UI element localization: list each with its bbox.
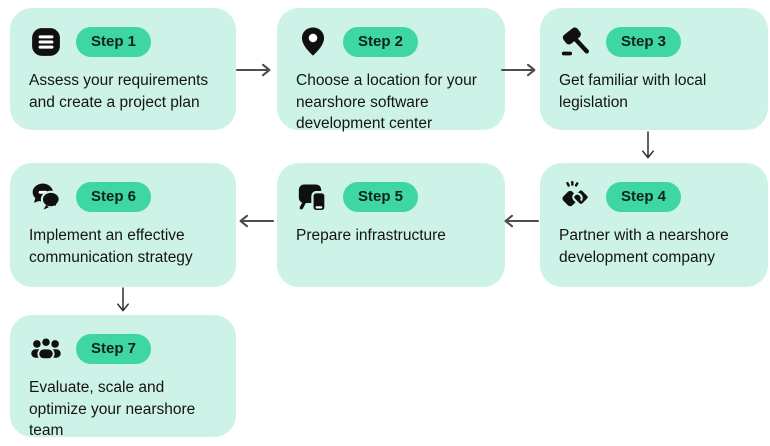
step-2-card: Step 2 Choose a location for your nearsh… xyxy=(277,8,505,132)
step-1-title: Assess your requirements and create a pr… xyxy=(29,72,209,111)
step-3-title: Get familiar with local legislation xyxy=(559,72,707,111)
step-4-title: Partner with a nearshore development com… xyxy=(559,227,729,266)
chat-bubbles-icon xyxy=(29,180,63,214)
handshake-icon xyxy=(559,180,593,214)
step-5-card: Step 5 Prepare infrastructure xyxy=(277,163,505,287)
step-7-card: Step 7 Evaluate, scale and optimize your… xyxy=(10,315,236,439)
step-4-header: Step 4 xyxy=(559,180,749,214)
step-3-header: Step 3 xyxy=(559,25,749,59)
step-1-badge: Step 1 xyxy=(76,27,152,57)
step-3-card: Step 3 Get familiar with local legislati… xyxy=(540,8,768,130)
people-group-icon xyxy=(29,332,63,366)
step-2-badge: Step 2 xyxy=(343,27,419,57)
step-6-title: Implement an effective communication str… xyxy=(29,227,193,266)
step-7-badge: Step 7 xyxy=(76,334,152,364)
step-7-header: Step 7 xyxy=(29,332,217,366)
arrow-step5-to-step6 xyxy=(239,214,275,228)
step-1-header: Step 1 xyxy=(29,25,217,59)
location-pin-icon xyxy=(296,25,330,59)
gavel-icon xyxy=(559,25,593,59)
step-2-header: Step 2 xyxy=(296,25,486,59)
step-6-header: Step 6 xyxy=(29,180,217,214)
step-5-badge: Step 5 xyxy=(343,182,419,212)
arrow-step3-to-step4 xyxy=(642,131,654,159)
step-6-badge: Step 6 xyxy=(76,182,152,212)
arrow-step4-to-step5 xyxy=(504,214,540,228)
step-4-badge: Step 4 xyxy=(606,182,682,212)
step-3-badge: Step 3 xyxy=(606,27,682,57)
step-5-title: Prepare infrastructure xyxy=(296,227,446,244)
devices-icon xyxy=(296,180,330,214)
step-7-title: Evaluate, scale and optimize your nearsh… xyxy=(29,379,196,439)
step-1-card: Step 1 Assess your requirements and crea… xyxy=(10,8,236,130)
step-6-card: Step 6 Implement an effective communicat… xyxy=(10,163,236,287)
step-2-title: Choose a location for your nearshore sof… xyxy=(296,72,477,132)
list-icon xyxy=(29,25,63,59)
arrow-step2-to-step3 xyxy=(500,63,536,77)
arrow-step6-to-step7 xyxy=(117,287,129,312)
arrow-step1-to-step2 xyxy=(235,63,271,77)
step-4-card: Step 4 Partner with a nearshore developm… xyxy=(540,163,768,287)
step-5-header: Step 5 xyxy=(296,180,486,214)
